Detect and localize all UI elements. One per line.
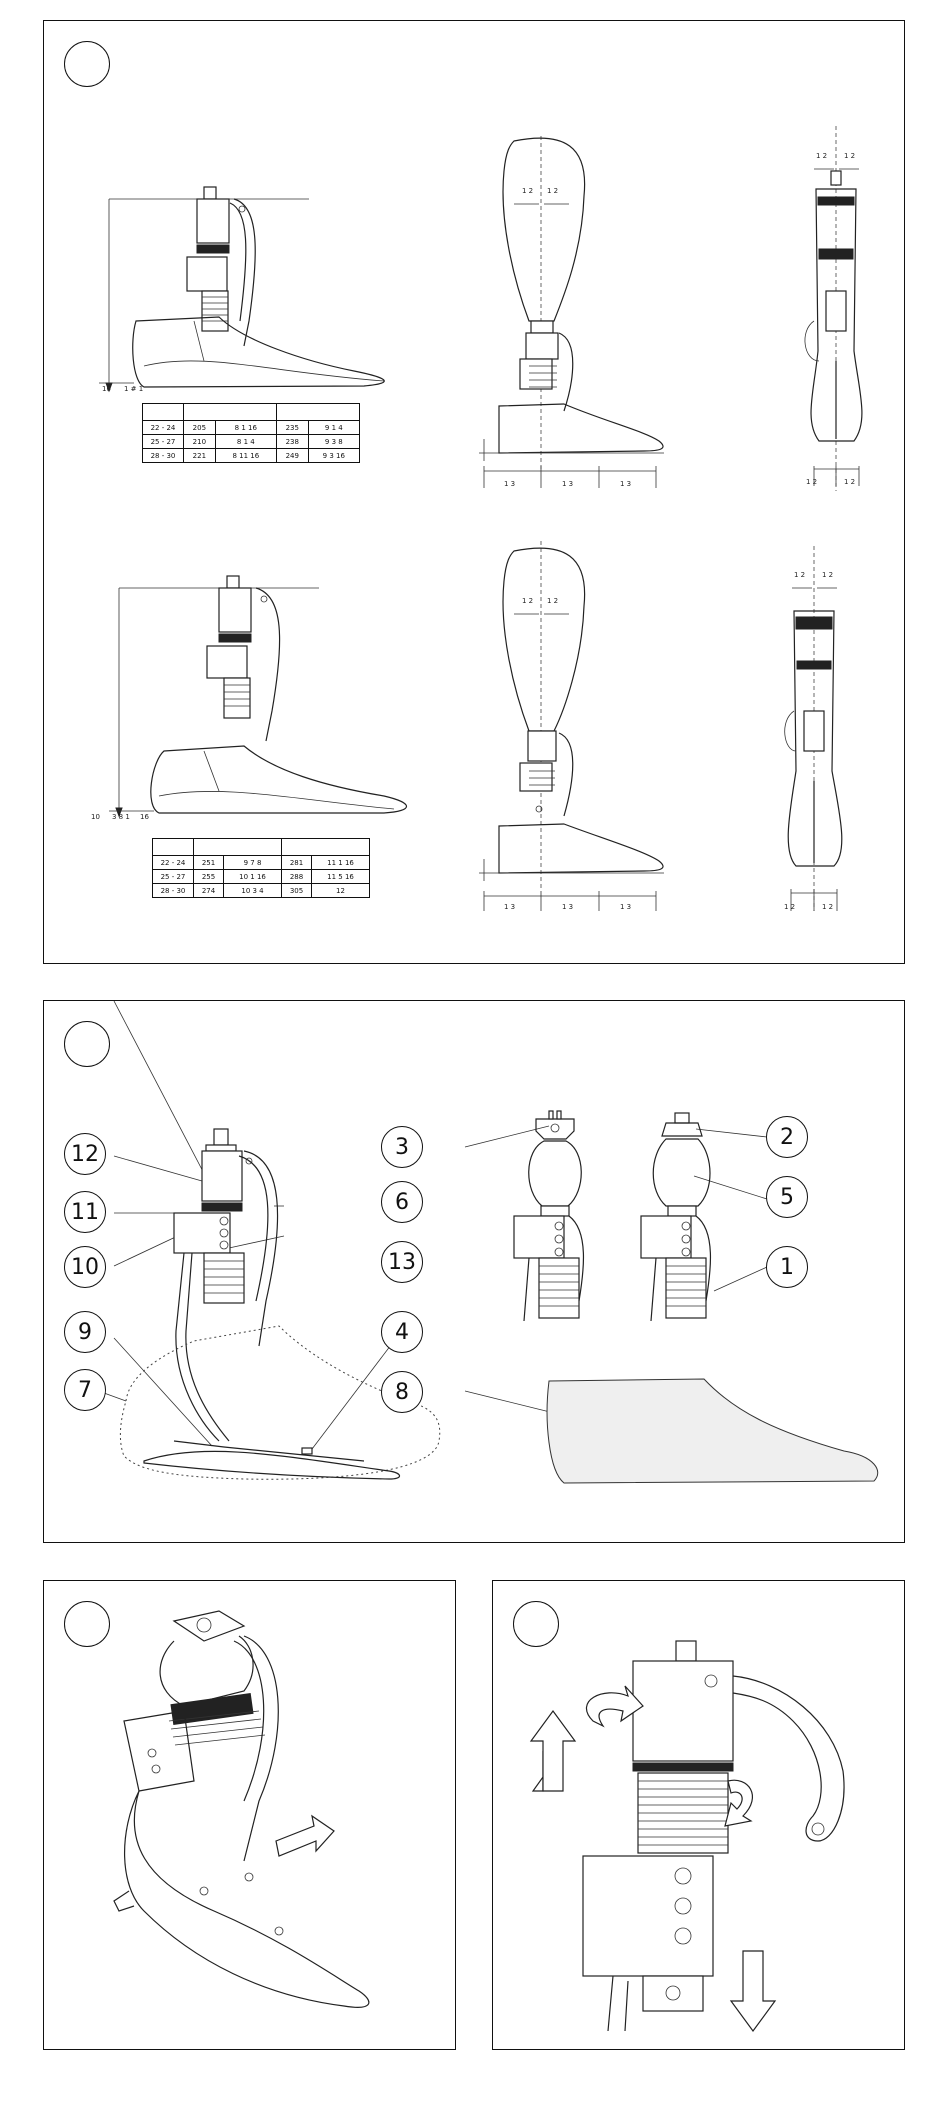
svg-text:1 2: 1 2 <box>816 152 827 160</box>
svg-text:1 2: 1 2 <box>784 903 795 911</box>
panel-components: 12 11 10 9 7 6 13 4 3 8 2 5 1 <box>43 1000 905 1543</box>
callout-13: 13 <box>381 1241 423 1283</box>
svg-text:1 3: 1 3 <box>504 903 515 911</box>
callout-4: 4 <box>381 1311 423 1353</box>
back-view-bottom: 1 2 1 2 1 2 1 2 <box>784 546 843 911</box>
step-circle-4 <box>513 1601 559 1647</box>
back-view-top: 1 2 1 2 1 2 1 2 <box>804 126 863 491</box>
callout-12: 12 <box>64 1133 106 1175</box>
lever-drawing <box>113 1610 370 2008</box>
svg-text:1 2: 1 2 <box>794 571 805 579</box>
side-view-foot-top: 10 1 # 1 <box>99 186 385 393</box>
svg-text:1 2: 1 2 <box>806 478 817 486</box>
callout-1: 1 <box>766 1246 808 1288</box>
ankle-assembly-left <box>119 1128 441 1480</box>
callout-3: 3 <box>381 1126 423 1168</box>
svg-text:10: 10 <box>91 813 100 821</box>
adjustment-drawing <box>529 1640 845 2033</box>
svg-text:10: 10 <box>102 385 111 393</box>
dimension-drawings: 10 1 # 1 1 2 1 2 <box>91 126 863 911</box>
svg-text:1 2: 1 2 <box>844 478 855 486</box>
front-view-top: 1 2 1 2 1 3 1 3 1 3 <box>479 136 664 488</box>
foot-shell <box>546 1378 879 1484</box>
svg-text:1 2: 1 2 <box>547 597 558 605</box>
svg-text:1 3: 1 3 <box>620 480 631 488</box>
callout-9: 9 <box>64 1311 106 1353</box>
svg-text:1 2: 1 2 <box>522 187 533 195</box>
panel-adjustment <box>492 1580 905 2050</box>
pylon-adapter-right <box>640 1112 711 1322</box>
svg-text:1 2: 1 2 <box>522 597 533 605</box>
leader-lines <box>103 1000 768 1454</box>
front-view-bottom: 1 2 1 2 1 3 1 3 1 3 <box>479 541 664 911</box>
svg-text:1 3: 1 3 <box>562 480 573 488</box>
step-circle-2 <box>64 1021 110 1067</box>
svg-text:1 3: 1 3 <box>562 903 573 911</box>
svg-text:16: 16 <box>140 813 149 821</box>
step-circle-3 <box>64 1601 110 1647</box>
callout-11: 11 <box>64 1191 106 1233</box>
callout-6: 6 <box>381 1181 423 1223</box>
callout-8: 8 <box>381 1371 423 1413</box>
svg-text:1 3: 1 3 <box>504 480 515 488</box>
step-circle-1 <box>64 41 110 87</box>
callout-10: 10 <box>64 1246 106 1288</box>
svg-text:1 2: 1 2 <box>844 152 855 160</box>
pylon-adapter-middle <box>513 1110 584 1322</box>
svg-text:1 2: 1 2 <box>822 903 833 911</box>
svg-text:3 8 1: 3 8 1 <box>112 813 130 821</box>
svg-text:1 # 1: 1 # 1 <box>124 385 143 393</box>
callout-2: 2 <box>766 1116 808 1158</box>
callout-5: 5 <box>766 1176 808 1218</box>
pylon-closeup <box>529 1640 845 2033</box>
panel-dimensions: 10 1 # 1 1 2 1 2 <box>43 20 905 964</box>
callout-7: 7 <box>64 1369 106 1411</box>
side-view-foot-bottom: 10 3 8 1 16 <box>91 575 407 821</box>
panel-lever-rotation <box>43 1580 456 2050</box>
component-drawings <box>103 1000 879 1484</box>
svg-text:1 2: 1 2 <box>822 571 833 579</box>
svg-text:1 2: 1 2 <box>547 187 558 195</box>
ankle-perspective <box>113 1610 370 2008</box>
svg-text:1 3: 1 3 <box>620 903 631 911</box>
